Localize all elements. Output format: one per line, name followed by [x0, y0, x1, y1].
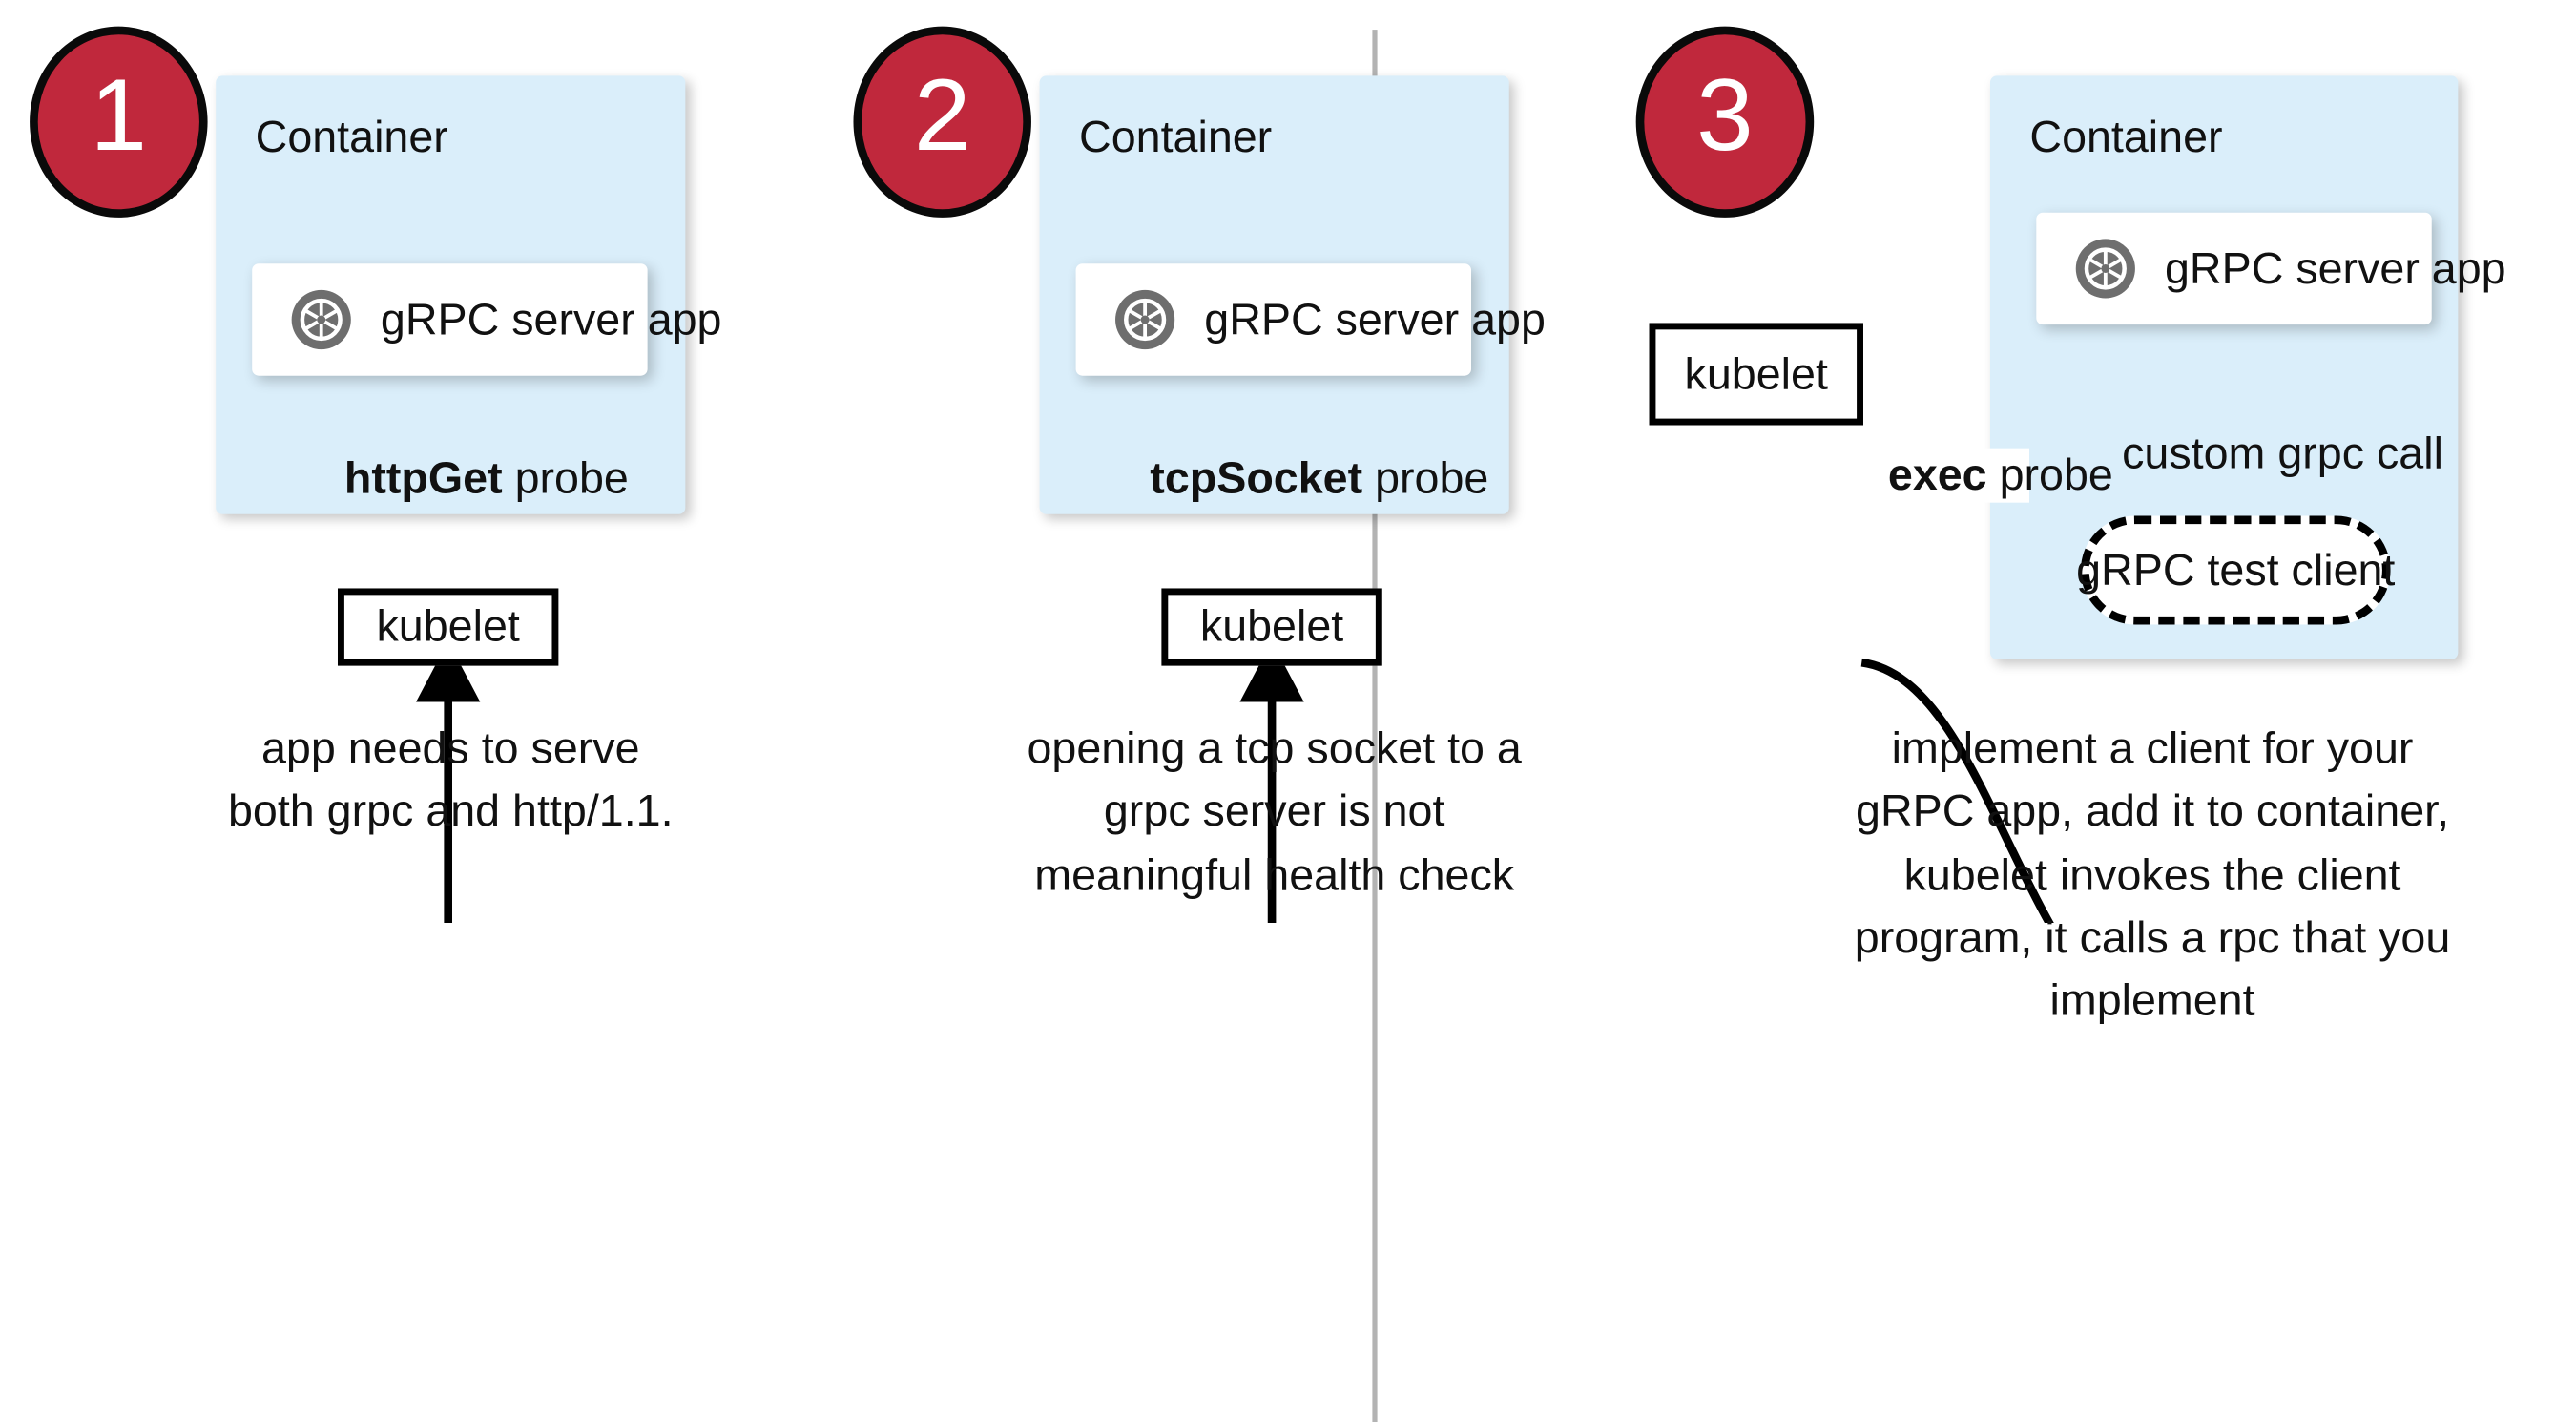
kubelet-label-2: kubelet [1199, 601, 1344, 652]
panel-caption-2: opening a tcp socket to a grpc server is… [1027, 723, 1522, 900]
custom-grpc-call-label-text: custom grpc call [2122, 428, 2443, 478]
step-badge-1: 1 [30, 26, 208, 218]
grpc-aperture-icon [291, 289, 351, 350]
diagram-canvas: 1 Container [30, 26, 2506, 1422]
kubelet-box-2: kubelet [1161, 588, 1382, 666]
panel-divider-1 [1372, 30, 1378, 1422]
grpc-aperture-icon [2075, 239, 2135, 299]
panel-caption-1: app needs to serve both grpc and http/1.… [227, 723, 674, 837]
grpc-aperture-icon [1115, 289, 1175, 350]
grpc-test-client-pill: gRPC test client [2076, 515, 2395, 625]
grpc-server-app-label-1: gRPC server app [380, 294, 722, 345]
step-badge-2-number: 2 [913, 59, 971, 174]
custom-grpc-call-label: custom grpc call [2115, 427, 2450, 482]
grpc-test-client-label: gRPC test client [2076, 544, 2396, 595]
step-badge-3-number: 3 [1696, 59, 1754, 174]
httpget-probe-label-plain: probe [502, 452, 629, 503]
step-badge-2: 2 [853, 26, 1031, 218]
tcpsocket-probe-label-plain: probe [1362, 452, 1489, 503]
grpc-server-app-card-1: gRPC server app [252, 263, 721, 376]
exec-probe-label: exec probe [1882, 448, 2119, 503]
step-badge-1-number: 1 [90, 59, 148, 174]
container-label-1: Container [255, 112, 448, 162]
kubelet-label-3: kubelet [1684, 348, 1828, 399]
grpc-server-app-label-3: gRPC server app [2164, 242, 2506, 293]
exec-probe-label-strong: exec [1887, 450, 1987, 500]
grpc-server-app-card-3: gRPC server app [2036, 212, 2506, 325]
httpget-probe-label: httpGet probe [337, 451, 635, 507]
grpc-server-app-card-2: gRPC server app [1075, 263, 1546, 376]
grpc-server-app-label-2: gRPC server app [1204, 294, 1546, 345]
container-label-2: Container [1079, 112, 1273, 162]
tcpsocket-probe-label-strong: tcpSocket [1150, 452, 1363, 503]
kubelet-box-1: kubelet [337, 588, 559, 666]
container-label-3: Container [2029, 112, 2223, 162]
exec-probe-label-plain: probe [1986, 450, 2113, 500]
httpget-probe-label-strong: httpGet [343, 452, 503, 503]
kubelet-box-3: kubelet [1649, 323, 1863, 426]
kubelet-label-1: kubelet [376, 601, 520, 652]
step-badge-3: 3 [1635, 26, 1815, 218]
tcpsocket-probe-label: tcpSocket probe [1143, 451, 1496, 507]
panel-caption-3: implement a client for your gRPC app, ad… [1854, 723, 2451, 1026]
